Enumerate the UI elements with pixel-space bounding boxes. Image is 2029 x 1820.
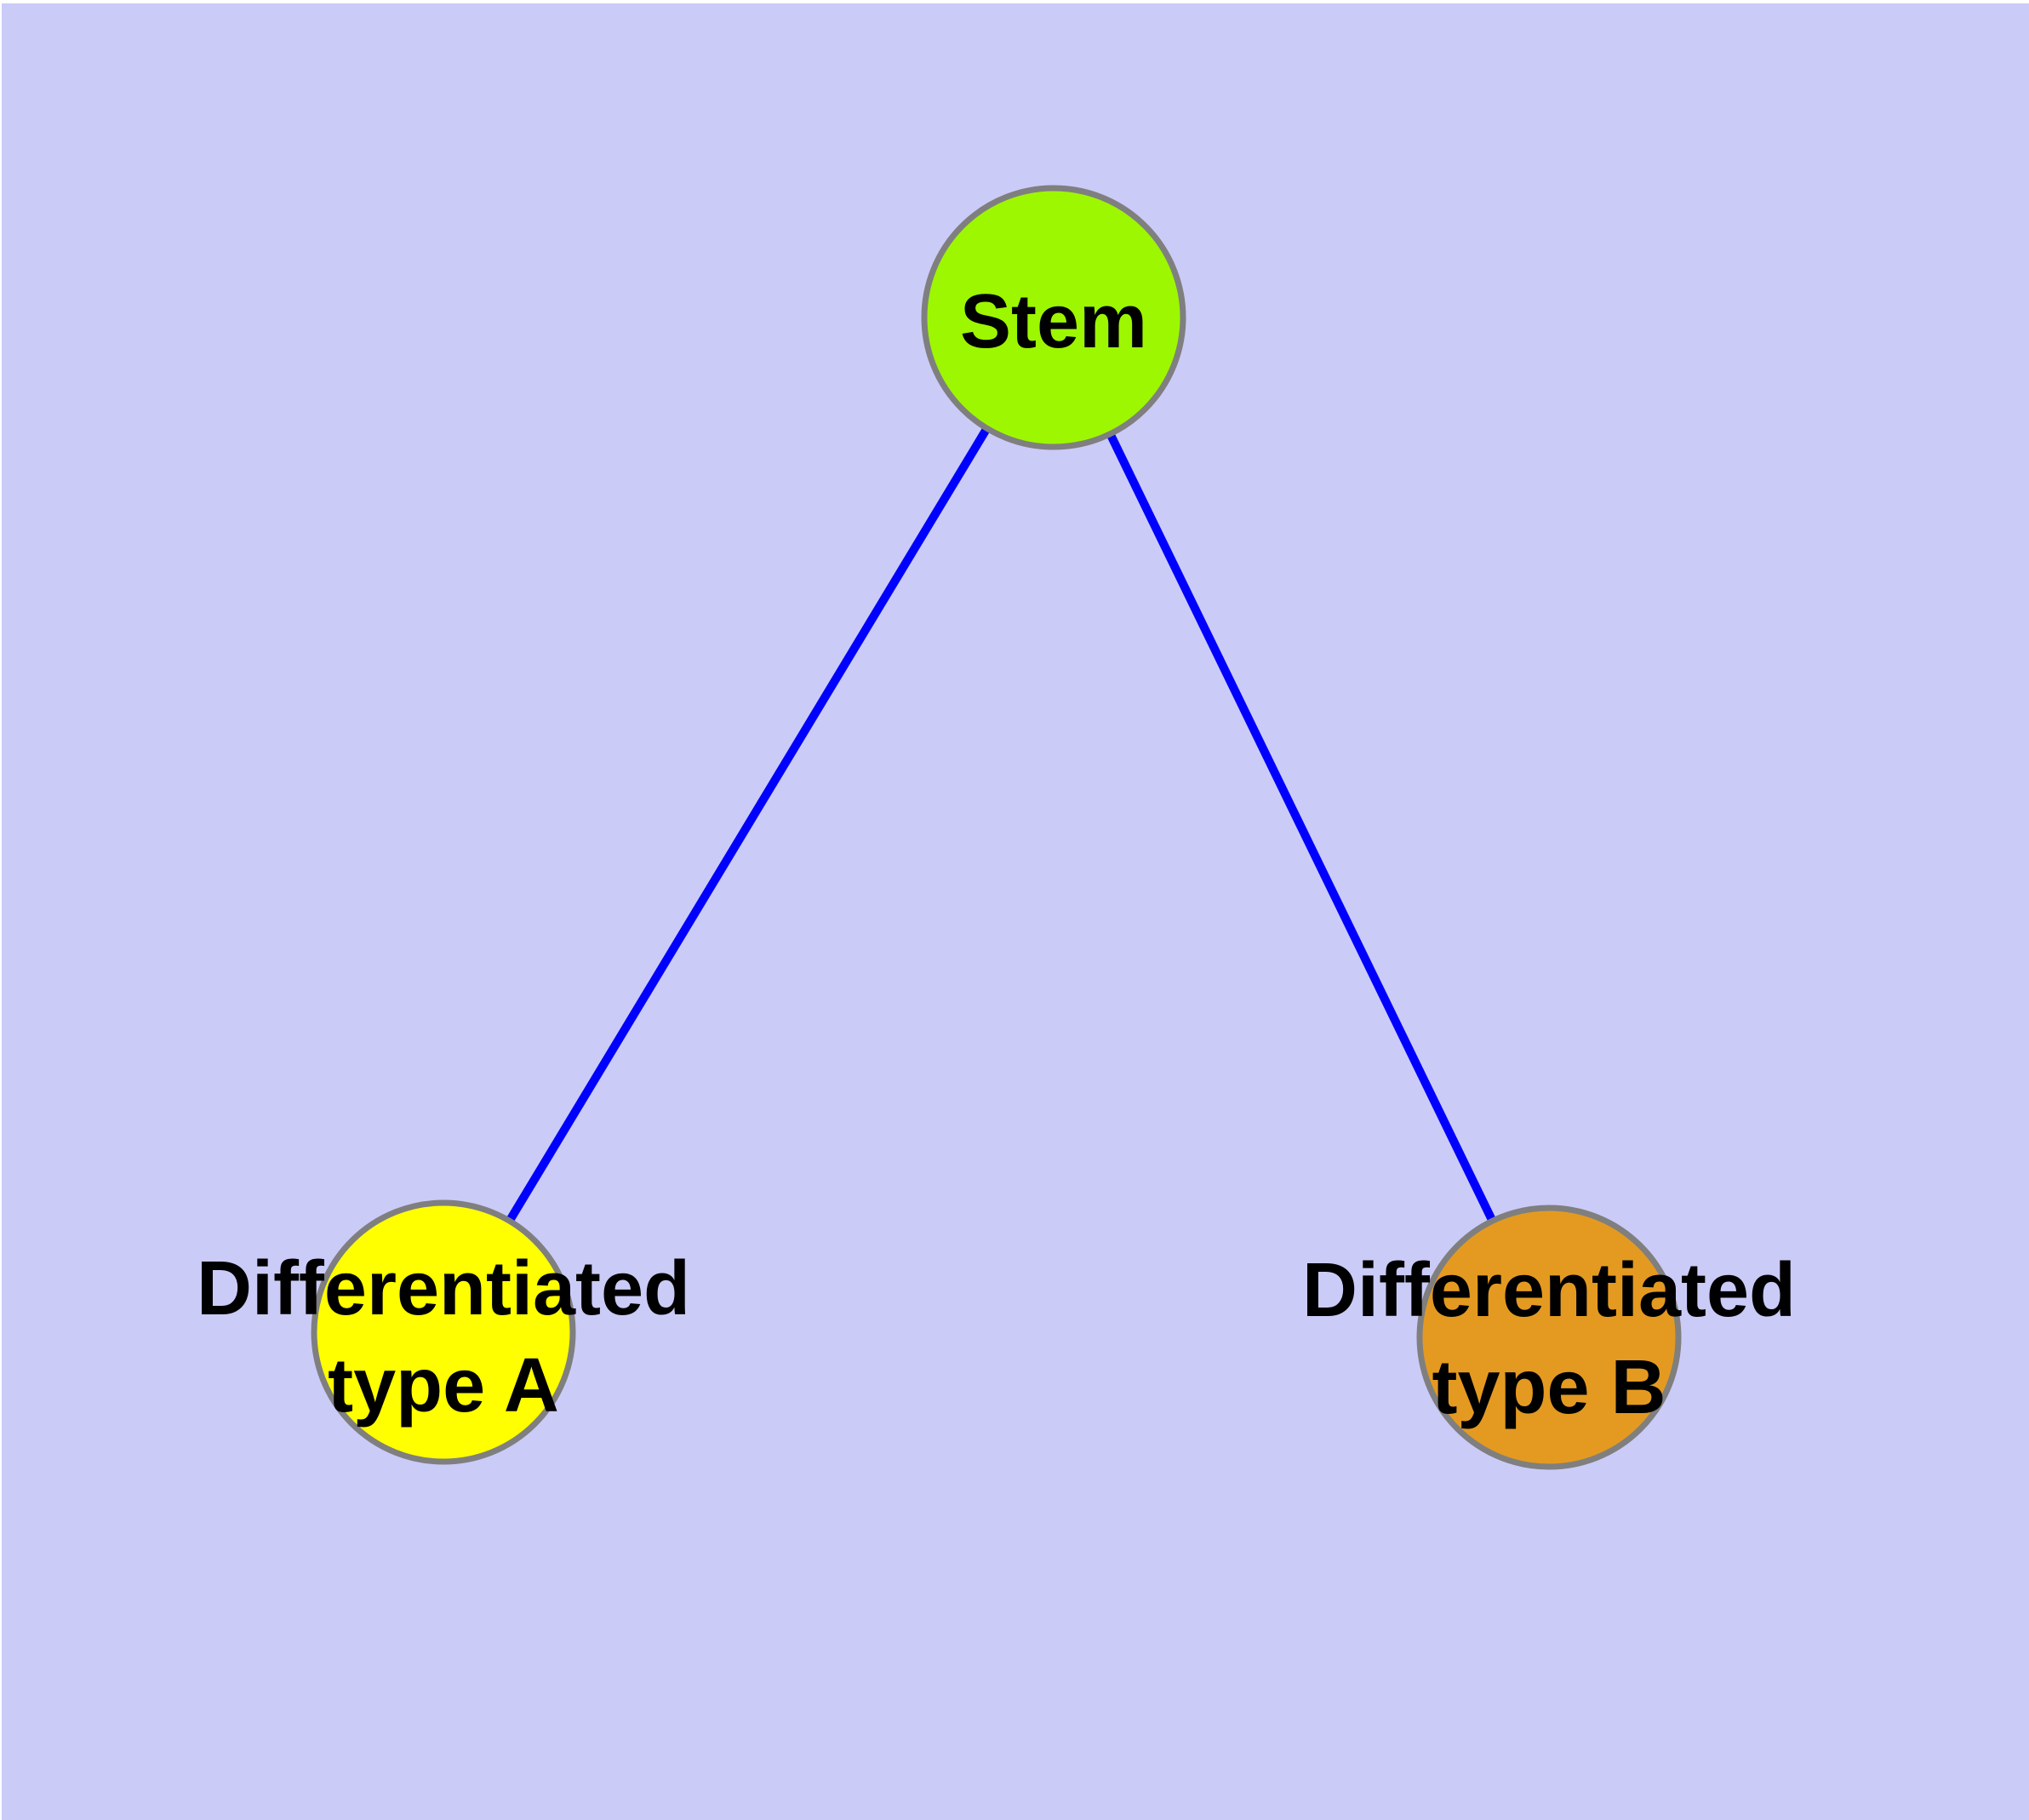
differentiated-type-a-node-circle [311, 1199, 576, 1465]
differentiated-type-a-label-line-2: type A [328, 1343, 559, 1428]
differentiated-type-b-label-line-2: type B [1432, 1345, 1666, 1430]
differentiated-type-a-label-line-1: Differentiated [197, 1246, 690, 1331]
differentiated-type-b-node [1416, 1205, 1682, 1470]
differentiated-type-b-node-label: Differentiated type B [1302, 1248, 1796, 1430]
edge-stem-to-type-a [439, 315, 1058, 1333]
stem-node [921, 185, 1186, 450]
differentiated-type-b-node-circle [1416, 1205, 1682, 1470]
edge-stem-to-type-b [1049, 315, 1553, 1340]
differentiated-type-a-node [311, 1199, 576, 1465]
stem-node-label: Stem [960, 279, 1147, 364]
differentiated-type-b-label-line-1: Differentiated [1302, 1248, 1796, 1333]
differentiated-type-a-node-label: Differentiated type A [197, 1246, 690, 1428]
stem-node-circle [921, 185, 1186, 450]
